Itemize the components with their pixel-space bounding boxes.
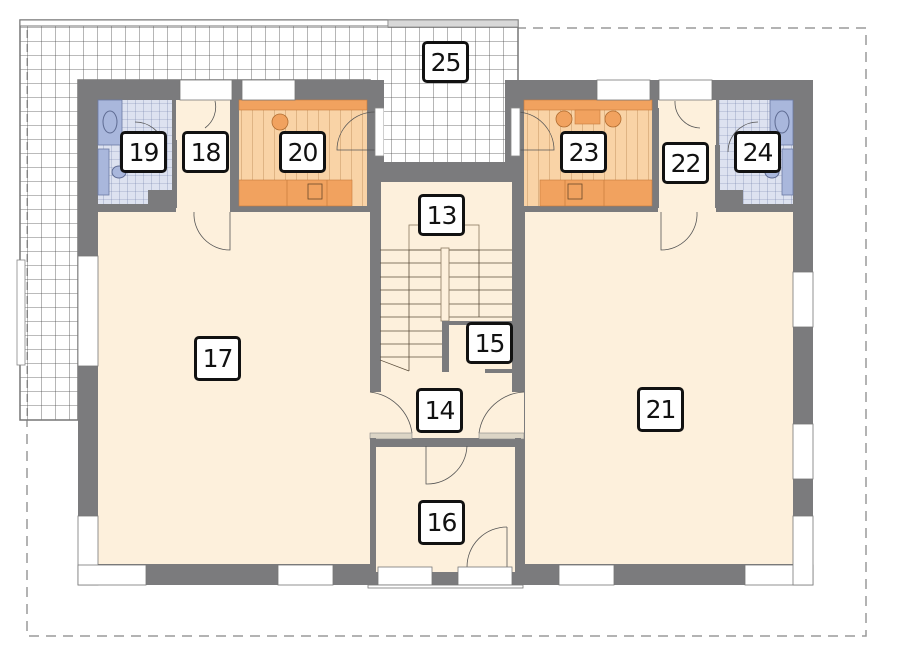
room-label-19: 19 xyxy=(120,131,167,173)
room-label-20: 20 xyxy=(279,131,326,173)
room-label-24: 24 xyxy=(734,131,781,173)
room-label-21: 21 xyxy=(637,387,684,432)
room-label-17: 17 xyxy=(194,336,241,381)
room-label-16: 16 xyxy=(418,500,465,545)
room-label-18: 18 xyxy=(182,131,229,173)
terrace-25-center xyxy=(384,80,505,162)
room-label-15: 15 xyxy=(466,322,513,364)
windows xyxy=(77,79,814,589)
room-label-23: 23 xyxy=(560,131,607,173)
room-label-25: 25 xyxy=(422,41,469,83)
plot-outline xyxy=(26,27,867,637)
staircase-13 xyxy=(379,224,512,373)
sauna-23 xyxy=(510,99,653,207)
vestibule-16 xyxy=(370,438,521,578)
hall-14-doors xyxy=(369,391,525,440)
room-label-14: 14 xyxy=(416,388,463,433)
corridor-doors xyxy=(172,100,720,251)
room-label-13: 13 xyxy=(418,194,465,236)
room-label-22: 22 xyxy=(662,142,709,184)
